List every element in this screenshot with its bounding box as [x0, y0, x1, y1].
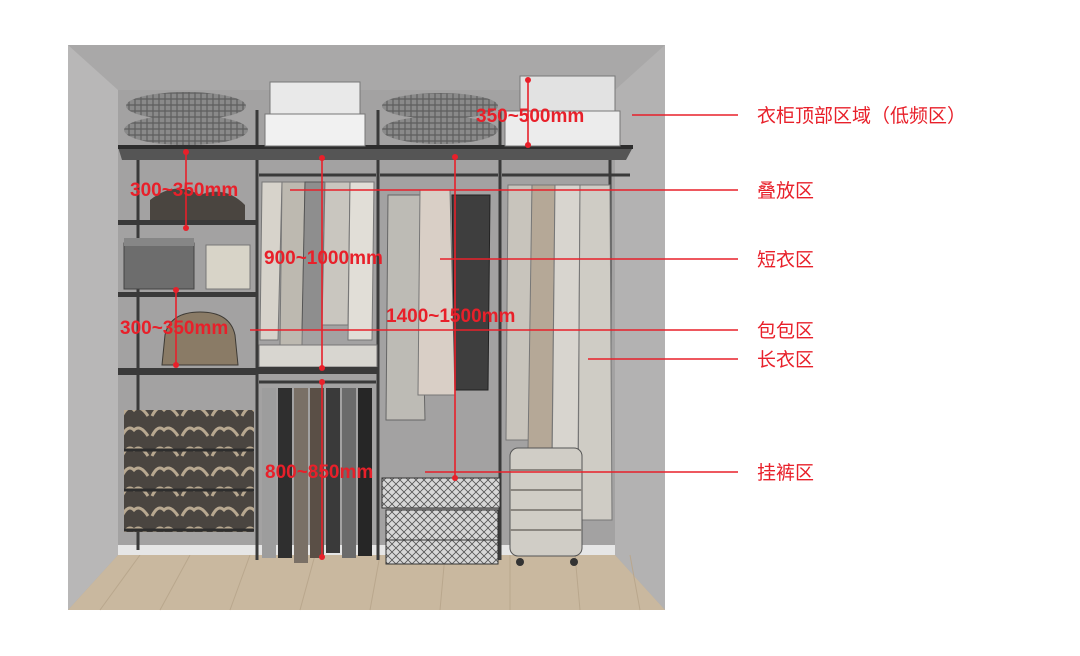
storage-box-2 [264, 113, 366, 147]
dim-label-bag: 300~350mm [120, 318, 228, 339]
grey-box-lid [124, 238, 194, 246]
folded-clothes [150, 188, 245, 220]
long-coat-section [502, 173, 630, 566]
zone-label-short: 短衣区 [757, 249, 814, 271]
pillow-1 [126, 92, 246, 120]
floor-boards [99, 554, 641, 611]
left-wall [68, 45, 118, 610]
paper-bag [205, 244, 251, 290]
storage-box-4 [504, 110, 621, 147]
shelf-a [118, 220, 256, 225]
left-shelves [118, 188, 256, 532]
pillow-2 [124, 115, 248, 145]
shoe-rack [124, 410, 254, 532]
shelf-b [118, 292, 256, 297]
dim-label-pants: 800~850mm [265, 462, 373, 483]
basket-3 [385, 539, 499, 565]
zone-label-top: 衣柜顶部区域（低频区） [757, 105, 966, 127]
storage-box-1 [269, 81, 361, 115]
shelf-mid [257, 367, 378, 374]
floor [68, 555, 665, 610]
top-shelf-items [124, 75, 621, 147]
zone-label-long: 长衣区 [757, 349, 814, 371]
shelf-c [118, 368, 256, 375]
pillow-3 [382, 93, 498, 119]
dim-label-top: 350~500mm [476, 106, 584, 127]
top-shelf [118, 145, 633, 160]
long-hanging-section [380, 173, 501, 565]
dim-label-long: 1400~1500mm [386, 306, 515, 327]
zone-label-stack: 叠放区 [757, 180, 814, 202]
zone-label-pants: 挂裤区 [757, 462, 814, 484]
dim-label-stack: 300~350mm [130, 180, 238, 201]
right-wall [615, 45, 665, 610]
zone-label-bag: 包包区 [757, 320, 814, 342]
dimension-labels: 350~500mm 300~350mm 900~1000mm 1400~1500… [120, 106, 584, 483]
folded-stack [258, 344, 378, 368]
handbag [161, 311, 239, 366]
dimension-markers [173, 77, 531, 560]
dim-label-short: 900~1000mm [264, 248, 383, 269]
leader-lines [250, 114, 738, 473]
short-hanging-section [257, 173, 378, 563]
basket-2 [385, 509, 499, 541]
basket-1 [381, 477, 501, 509]
grey-box [123, 242, 195, 290]
zone-labels: 衣柜顶部区域（低频区） 叠放区 短衣区 包包区 长衣区 挂裤区 [757, 105, 966, 484]
pillow-4 [382, 116, 498, 144]
suitcase [509, 447, 583, 557]
